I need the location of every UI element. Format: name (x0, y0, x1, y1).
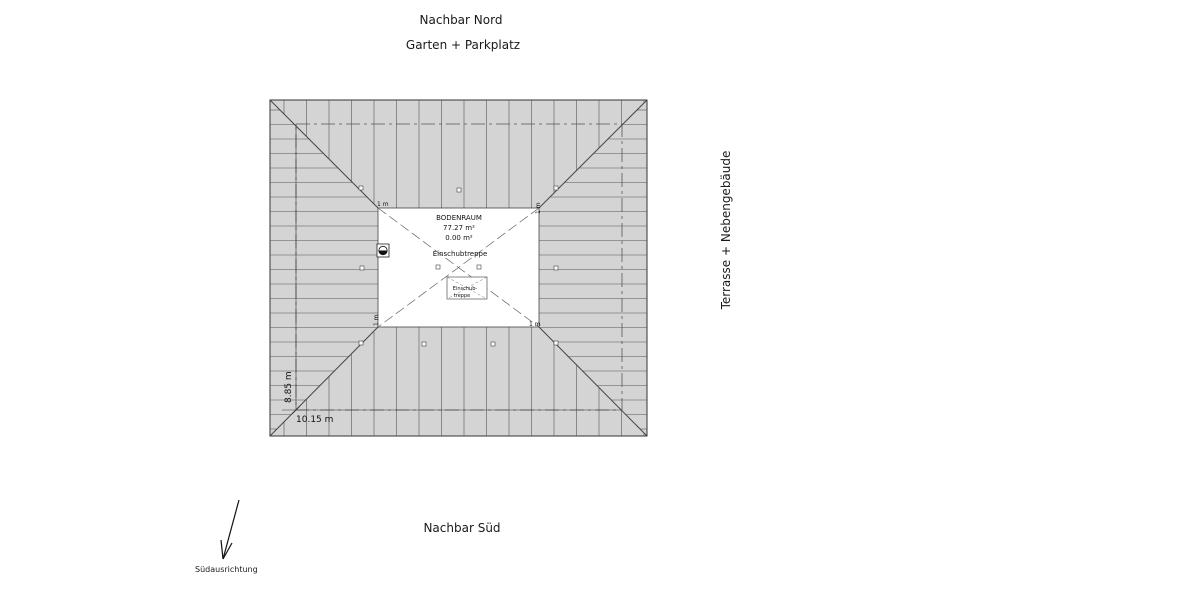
dim-tick-1 (291, 405, 301, 415)
stair-box-text-2: treppe (454, 293, 470, 299)
marker-east (553, 265, 559, 271)
south-roof-rafters (283, 327, 645, 436)
marker-sw-corner (358, 340, 364, 346)
room-area-1: 77.27 m² (443, 224, 475, 232)
marker-south-1 (421, 341, 427, 347)
slope-marker-left: 1 m (373, 314, 380, 326)
marker-ridge-left (435, 264, 441, 270)
chimney-symbol (376, 243, 390, 258)
north-neighbor-label: Nachbar Nord (419, 13, 503, 27)
south-orientation-label: Südausrichtung (195, 565, 258, 574)
room-name: BODENRAUM (436, 214, 482, 222)
east-roof-courses (538, 109, 647, 430)
stair-box-text-1: Einschub- (453, 286, 478, 292)
marker-ne-corner (553, 185, 559, 191)
stair-hatch-diag-2 (446, 276, 488, 300)
slope-marker-right-bottom: 1 m (529, 321, 541, 328)
marker-nw-corner (358, 185, 364, 191)
marker-north (456, 187, 462, 193)
room-diagonal-2 (377, 207, 540, 328)
south-arrow-icon (220, 499, 240, 560)
west-roof-courses (270, 109, 379, 430)
marker-ridge-right (476, 264, 482, 270)
marker-west (359, 265, 365, 271)
south-neighbor-label: Nachbar Süd (423, 521, 501, 535)
garden-parking-label: Garten + Parkplatz (405, 38, 521, 52)
marker-south-2 (490, 341, 496, 347)
room-area-2: 0.00 m² (445, 234, 473, 242)
dim-depth: 8.85 m (284, 371, 294, 403)
north-roof-rafters (283, 100, 645, 208)
slope-marker-top: 1 m (377, 201, 389, 208)
slope-marker-right-top: 1 m (535, 202, 542, 214)
stair-label: Einschubtreppe (433, 250, 488, 258)
marker-se-corner (553, 340, 559, 346)
dim-width: 10.15 m (296, 415, 333, 425)
